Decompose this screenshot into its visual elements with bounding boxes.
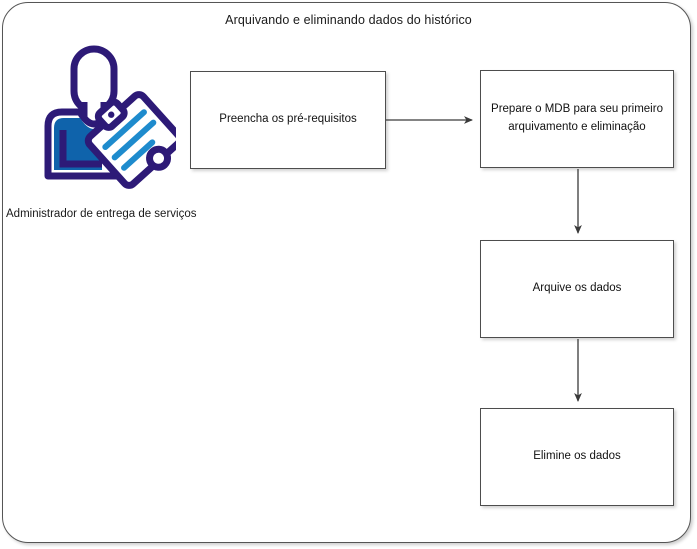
process-node-arquive-os-dados[interactable]: Arquive os dados [480,240,674,338]
diagram-title: Arquivando e eliminando dados do históri… [225,13,472,27]
actor-label: Administrador de entrega de serviços [6,208,197,220]
process-node-preencha-os-pre-requisitos[interactable]: Preencha os pré-requisitos [190,71,386,169]
process-node-elimine-os-dados[interactable]: Elimine os dados [480,408,674,506]
person-with-clipboard-icon [36,44,176,189]
process-node-prepare-o-mdb[interactable]: Prepare o MDB para seu primeiro arquivam… [480,70,674,168]
